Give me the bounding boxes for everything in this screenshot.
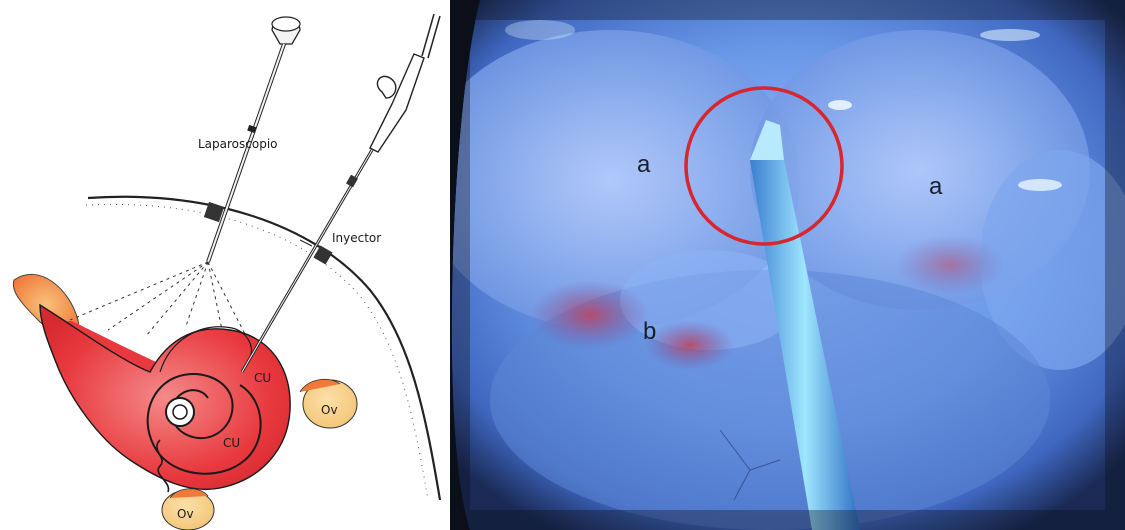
red-tissue-patch [530,280,650,350]
cu-label-lower: CU [223,436,240,450]
injector-label: Inyector [332,231,381,245]
marker-a-left: a [637,151,651,178]
ovary-label-bottom: Ov [177,507,194,521]
ovary-label-right: Ov [321,403,338,417]
endoscopic-image: a a b [450,0,1125,530]
marker-a-right: a [929,173,943,200]
laparoscope-label: Laparoscopio [198,137,278,151]
marker-b: b [643,318,656,345]
cu-label-upper: CU [254,371,271,385]
schematic-diagram: Ov Ov Laparoscopio [0,0,448,530]
cervical-ring-inner [173,405,187,419]
